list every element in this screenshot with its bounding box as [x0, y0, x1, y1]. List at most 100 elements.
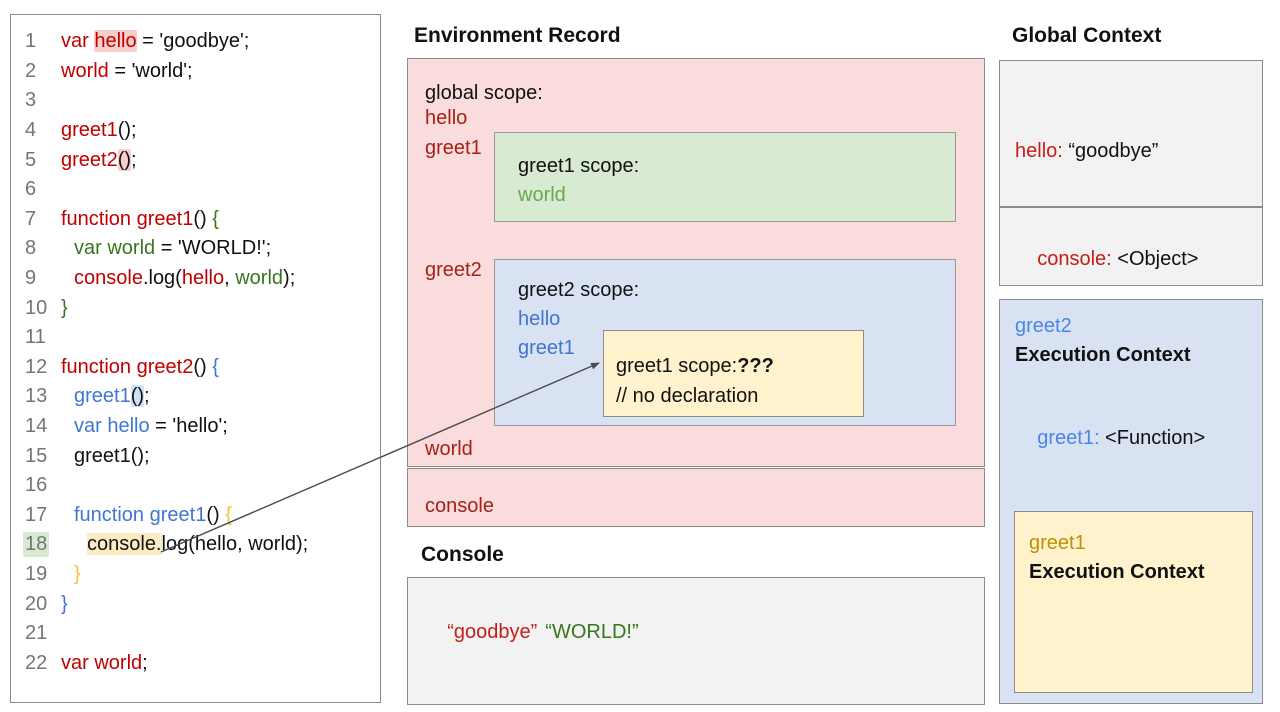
greet1-context-name: greet1: [1029, 532, 1086, 554]
code-line: 10}: [11, 293, 380, 323]
line-number-text: 18: [23, 532, 50, 558]
code-text: function greet1() {: [74, 504, 232, 527]
code-token: {: [225, 503, 232, 526]
line-number-text: 5: [25, 148, 37, 171]
greet2-scope-label: greet2 scope:: [518, 279, 640, 301]
code-token: {: [212, 207, 219, 230]
row-label: console:: [1037, 248, 1112, 270]
line-number-text: 11: [25, 326, 46, 349]
code-lines: 1 var hello = 'goodbye'; 2 world = 'world';…: [11, 15, 380, 678]
global-var-greet2: greet2: [425, 259, 482, 281]
global-var-world: world: [425, 438, 473, 460]
code-text: var world = 'WORLD!';: [74, 237, 271, 260]
environment-record-title: Environment Record: [414, 24, 621, 47]
line-number: 11: [23, 325, 61, 350]
line-number-text: 9: [25, 267, 37, 290]
line-number-text: 16: [25, 474, 48, 497]
greet2-scope-var-hello: hello: [518, 308, 561, 330]
code-text: world = 'world';: [61, 60, 193, 83]
code-token: world: [235, 267, 284, 290]
code-token: .log(: [142, 267, 182, 290]
code-token: log(hello, world);: [161, 533, 309, 556]
greet2-scope-box: greet2 scope: hello greet1 greet1 scope:…: [494, 259, 956, 426]
line-number: 14: [23, 414, 61, 439]
line-number-text: 22: [25, 651, 48, 674]
line-number-text: 6: [25, 178, 37, 201]
line-number-text: 4: [25, 119, 37, 142]
code-line: 16: [11, 471, 380, 501]
code-token: (): [193, 207, 213, 230]
code-panel: 1 var hello = 'goodbye'; 2 world = 'world';…: [10, 14, 381, 703]
console-title: Console: [421, 543, 504, 566]
line-number: 22: [23, 651, 61, 676]
code-text: greet1();: [74, 445, 150, 468]
greet2-scope-var-greet1: greet1: [518, 337, 575, 359]
line-number-text: 2: [25, 59, 37, 82]
line-number-text: 1: [25, 30, 37, 53]
line-number-text: 13: [25, 385, 48, 408]
code-line: 2 world = 'world';: [11, 57, 380, 87]
code-token: greet1: [74, 385, 131, 408]
code-token: (): [130, 385, 145, 408]
inner-greet1-scope-text: greet1 scope:: [616, 355, 738, 377]
code-token: (): [206, 503, 226, 526]
line-number-text: 21: [25, 622, 48, 645]
greet1-execution-context-box: greet1 Execution Context: [1014, 511, 1253, 693]
code-token: ,: [224, 267, 236, 290]
line-number-text: 8: [25, 237, 37, 260]
code-token: {: [212, 355, 219, 378]
global-context-title: Global Context: [1012, 24, 1162, 47]
greet1-context-title: Execution Context: [1029, 561, 1205, 583]
inner-greet1-scope-box: greet1 scope:??? // no declaration: [603, 330, 864, 417]
code-line: 21: [11, 619, 380, 649]
code-line: 19}: [11, 560, 380, 590]
global-var-greet1: greet1: [425, 137, 482, 159]
code-token: function greet1: [74, 503, 207, 526]
row-label: hello:: [1015, 140, 1063, 162]
line-number: 21: [23, 621, 61, 646]
code-text: var hello = 'goodbye';: [61, 30, 249, 53]
code-text: }: [61, 593, 68, 616]
code-token: var world: [61, 651, 143, 674]
line-number: 5: [23, 148, 61, 173]
console-output-box: “goodbye”“WORLD!”: [407, 577, 985, 705]
code-token: console.: [87, 533, 162, 556]
code-text: }: [61, 297, 68, 320]
code-token: ();: [117, 119, 137, 142]
code-token: greet1: [61, 119, 118, 142]
greet2-execution-context-box: greet2 Execution Context greet1: <Functi…: [999, 299, 1263, 704]
line-number: 1: [23, 29, 61, 54]
line-number: 7: [23, 207, 61, 232]
global-scope-label: global scope:: [425, 82, 543, 104]
code-token: world: [61, 59, 109, 82]
code-token: = 'world';: [108, 59, 193, 82]
code-line: 15 greet1();: [11, 441, 380, 471]
code-token: }: [61, 296, 68, 319]
code-token: = 'hello';: [149, 415, 228, 438]
code-token: var hello: [74, 415, 150, 438]
line-number: 15: [23, 444, 61, 469]
line-number-text: 7: [25, 207, 37, 230]
code-token: );: [283, 267, 296, 290]
code-text: greet1();: [74, 385, 150, 408]
line-number: 4: [23, 118, 61, 143]
no-declaration-comment: // no declaration: [616, 385, 759, 407]
greet2-context-title: Execution Context: [1015, 344, 1191, 366]
code-line: 13 greet1();: [11, 382, 380, 412]
code-token: greet2: [61, 148, 118, 171]
code-token: = 'goodbye';: [136, 30, 250, 53]
global-var-console: console: [425, 495, 494, 517]
console-output-goodbye: “goodbye”: [447, 621, 538, 643]
greet2-context-row: greet1: <Function>: [1015, 405, 1205, 471]
row-label: greet1:: [1037, 427, 1100, 449]
line-number: 2: [23, 59, 61, 84]
code-token: ;: [142, 651, 148, 674]
global-context-console-row: console: <Object>: [1015, 226, 1198, 292]
code-line: 11: [11, 323, 380, 353]
question-marks: ???: [737, 355, 774, 377]
code-text: console.log(hello, world);: [87, 533, 308, 556]
line-number: 17: [23, 503, 61, 528]
code-text: function greet2() {: [61, 356, 219, 379]
